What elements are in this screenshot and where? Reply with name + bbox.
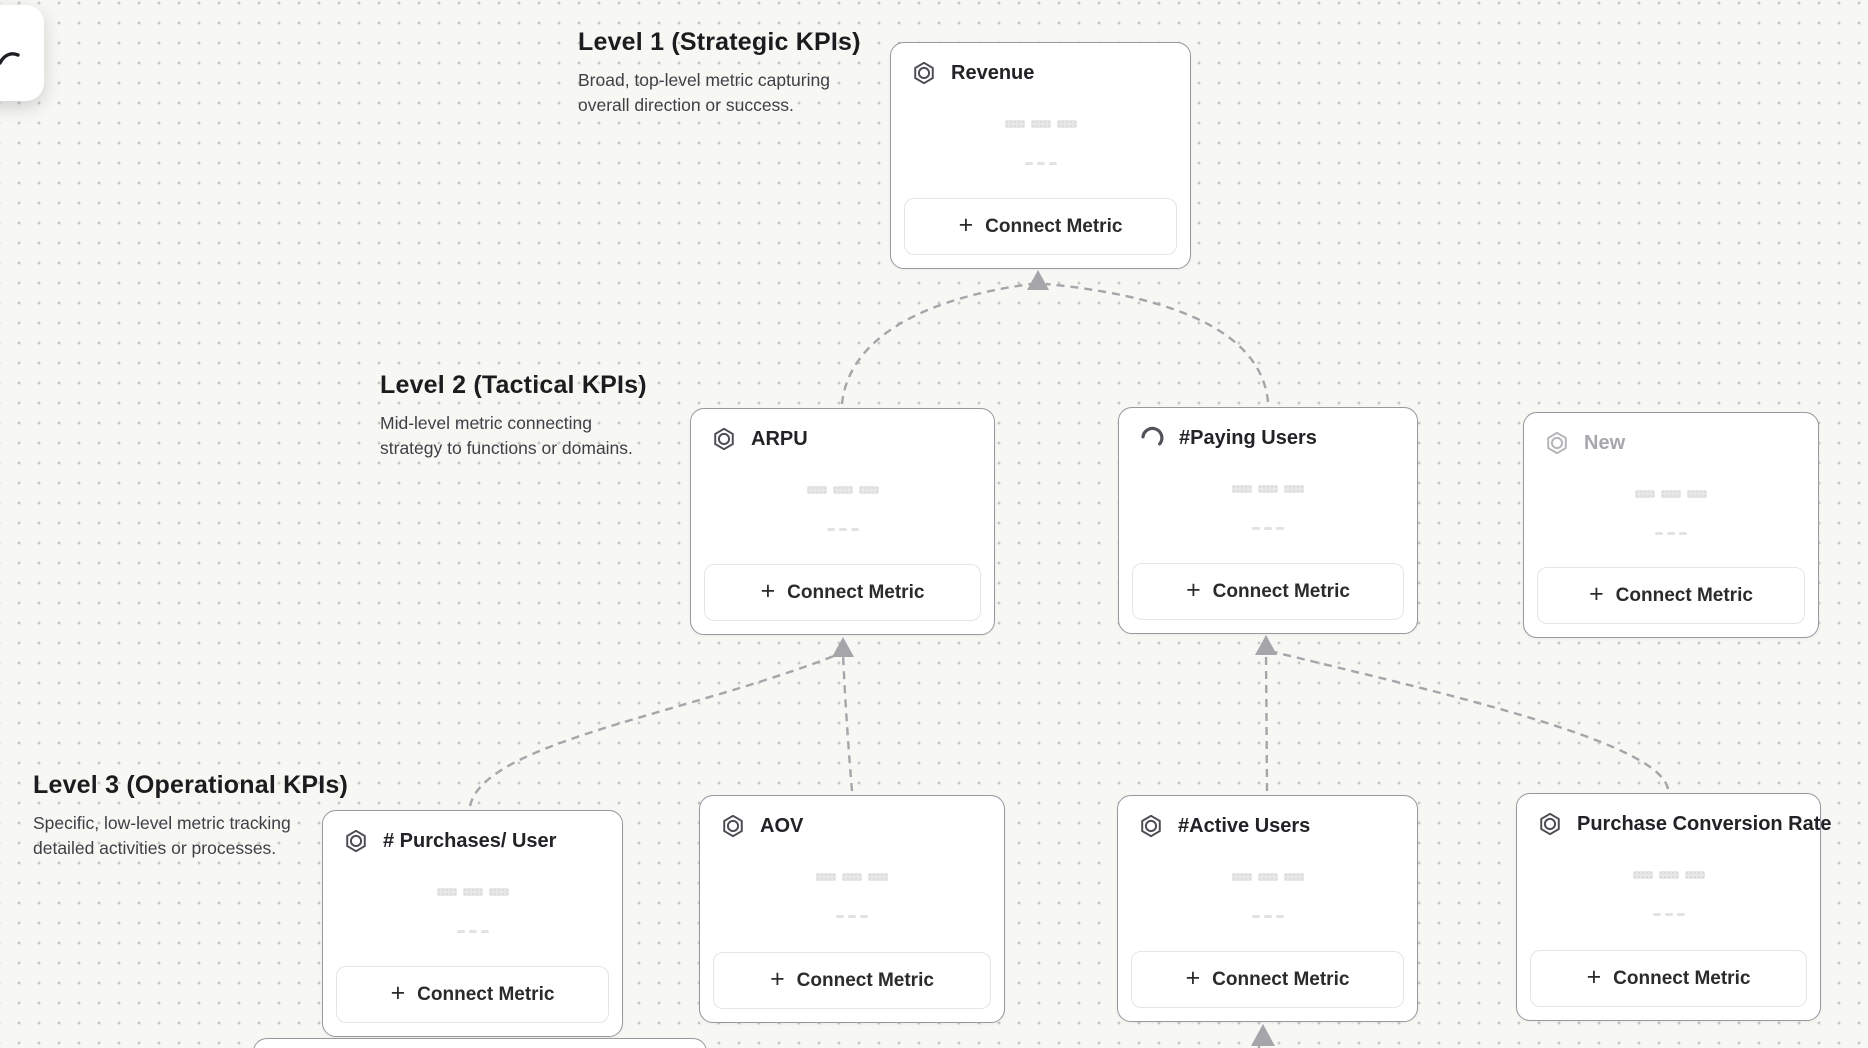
metric-card-purchase-conversion-rate[interactable]: Purchase Conversion Rate + Connect Metri… bbox=[1516, 793, 1832, 1021]
connect-metric-label: Connect Metric bbox=[1615, 584, 1753, 606]
connector-offscreen-to-active bbox=[1257, 1035, 1263, 1048]
connect-metric-label: Connect Metric bbox=[417, 983, 555, 1005]
plus-icon: + bbox=[390, 979, 406, 1007]
pen-stroke-icon bbox=[0, 52, 20, 65]
plus-icon: + bbox=[760, 577, 776, 605]
hexagon-metric-icon bbox=[711, 426, 737, 452]
level-2-header: Level 2 (Tactical KPIs) Mid-level metric… bbox=[380, 371, 647, 461]
metric-card-title: AOV bbox=[760, 814, 804, 837]
plus-icon: + bbox=[1589, 580, 1604, 608]
metric-card-paying-users[interactable]: #Paying Users + Connect Metric bbox=[1118, 407, 1418, 634]
metric-placeholder-skeleton bbox=[1118, 873, 1417, 918]
level-2-title: Level 2 (Tactical KPIs) bbox=[380, 371, 647, 399]
connect-metric-button[interactable]: + Connect Metric bbox=[1132, 563, 1404, 620]
metric-card-title: Revenue bbox=[951, 61, 1035, 84]
level-3-title: Level 3 (Operational KPIs) bbox=[33, 771, 349, 799]
metric-card-purchases-per-user[interactable]: # Purchases/ User + Connect Metric bbox=[322, 810, 623, 1037]
connect-metric-label: Connect Metric bbox=[1212, 580, 1350, 602]
plus-icon: + bbox=[1586, 963, 1602, 991]
arrowhead-paying-users bbox=[1255, 635, 1277, 655]
metric-card-new[interactable]: New + Connect Metric bbox=[1523, 412, 1819, 638]
metric-card-title: ARPU bbox=[751, 427, 808, 450]
hexagon-metric-icon bbox=[1544, 430, 1570, 456]
metric-card-title: #Paying Users bbox=[1179, 426, 1317, 449]
level-1-description: Broad, top-level metric capturing overal… bbox=[578, 70, 830, 115]
metric-placeholder-skeleton bbox=[323, 888, 622, 933]
hexagon-metric-icon bbox=[1138, 813, 1164, 839]
connector-paying-to-revenue bbox=[1045, 282, 1270, 403]
metric-placeholder-skeleton bbox=[700, 873, 1004, 918]
level-2-description: Mid-level metric connecting strategy to … bbox=[380, 413, 633, 458]
connect-metric-label: Connect Metric bbox=[1613, 967, 1751, 989]
metric-card-arpu[interactable]: ARPU + Connect Metric bbox=[690, 408, 995, 635]
connect-metric-button[interactable]: + Connect Metric bbox=[1530, 950, 1807, 1007]
connect-metric-button[interactable]: + Connect Metric bbox=[1131, 951, 1404, 1008]
loading-spinner-icon bbox=[1139, 425, 1165, 451]
plus-icon: + bbox=[958, 211, 974, 239]
connect-metric-button[interactable]: + Connect Metric bbox=[1537, 567, 1805, 624]
arrowhead-arpu bbox=[832, 637, 854, 657]
toolbar-fragment[interactable] bbox=[0, 5, 44, 101]
plus-icon: + bbox=[770, 965, 785, 993]
level-3-description: Specific, low-level metric tracking deta… bbox=[33, 813, 291, 858]
metric-placeholder-skeleton bbox=[1119, 485, 1417, 530]
hexagon-metric-icon bbox=[720, 813, 746, 839]
plus-icon: + bbox=[1186, 576, 1201, 604]
connect-metric-label: Connect Metric bbox=[796, 969, 934, 991]
metric-card-title: #Active Users bbox=[1178, 814, 1311, 837]
level-1-header: Level 1 (Strategic KPIs) Broad, top-leve… bbox=[578, 28, 861, 118]
metric-card-aov[interactable]: AOV + Connect Metric bbox=[699, 795, 1005, 1023]
metric-placeholder-skeleton bbox=[1524, 490, 1818, 535]
arrowhead-revenue bbox=[1027, 270, 1049, 290]
hexagon-metric-icon bbox=[343, 828, 369, 854]
connector-aov-to-arpu bbox=[841, 653, 854, 792]
level-3-header: Level 3 (Operational KPIs) Specific, low… bbox=[33, 771, 348, 861]
connect-metric-button[interactable]: + Connect Metric bbox=[336, 966, 609, 1023]
plus-icon: + bbox=[1185, 964, 1201, 992]
hexagon-metric-icon bbox=[911, 60, 937, 86]
connect-metric-button[interactable]: + Connect Metric bbox=[904, 198, 1177, 255]
level-1-title: Level 1 (Strategic KPIs) bbox=[578, 28, 861, 56]
connect-metric-label: Connect Metric bbox=[787, 581, 925, 603]
hexagon-metric-icon bbox=[1537, 811, 1563, 837]
metric-placeholder-skeleton bbox=[691, 486, 994, 531]
connect-metric-label: Connect Metric bbox=[985, 215, 1123, 237]
metric-placeholder-skeleton bbox=[891, 120, 1190, 165]
connector-pcr-to-paying bbox=[1273, 650, 1670, 790]
metric-card-active-users[interactable]: #Active Users + Connect Metric bbox=[1117, 795, 1418, 1022]
connector-active-to-paying bbox=[1264, 651, 1269, 792]
metric-card-title: # Purchases/ User bbox=[383, 829, 557, 852]
connect-metric-button[interactable]: + Connect Metric bbox=[713, 952, 991, 1009]
metric-placeholder-skeleton bbox=[1517, 871, 1820, 916]
metric-card-revenue[interactable]: Revenue + Connect Metric bbox=[890, 42, 1191, 269]
arrowhead-active-users bbox=[1251, 1024, 1275, 1046]
metric-card-title: New bbox=[1584, 431, 1626, 454]
connect-metric-label: Connect Metric bbox=[1212, 968, 1350, 990]
metric-card-title: Purchase Conversion Rate bbox=[1577, 812, 1832, 835]
metric-card-partial-bottom[interactable] bbox=[253, 1038, 707, 1048]
connect-metric-button[interactable]: + Connect Metric bbox=[704, 564, 981, 621]
connector-purchases-to-arpu bbox=[468, 652, 840, 807]
connector-arpu-to-revenue bbox=[840, 282, 1032, 405]
